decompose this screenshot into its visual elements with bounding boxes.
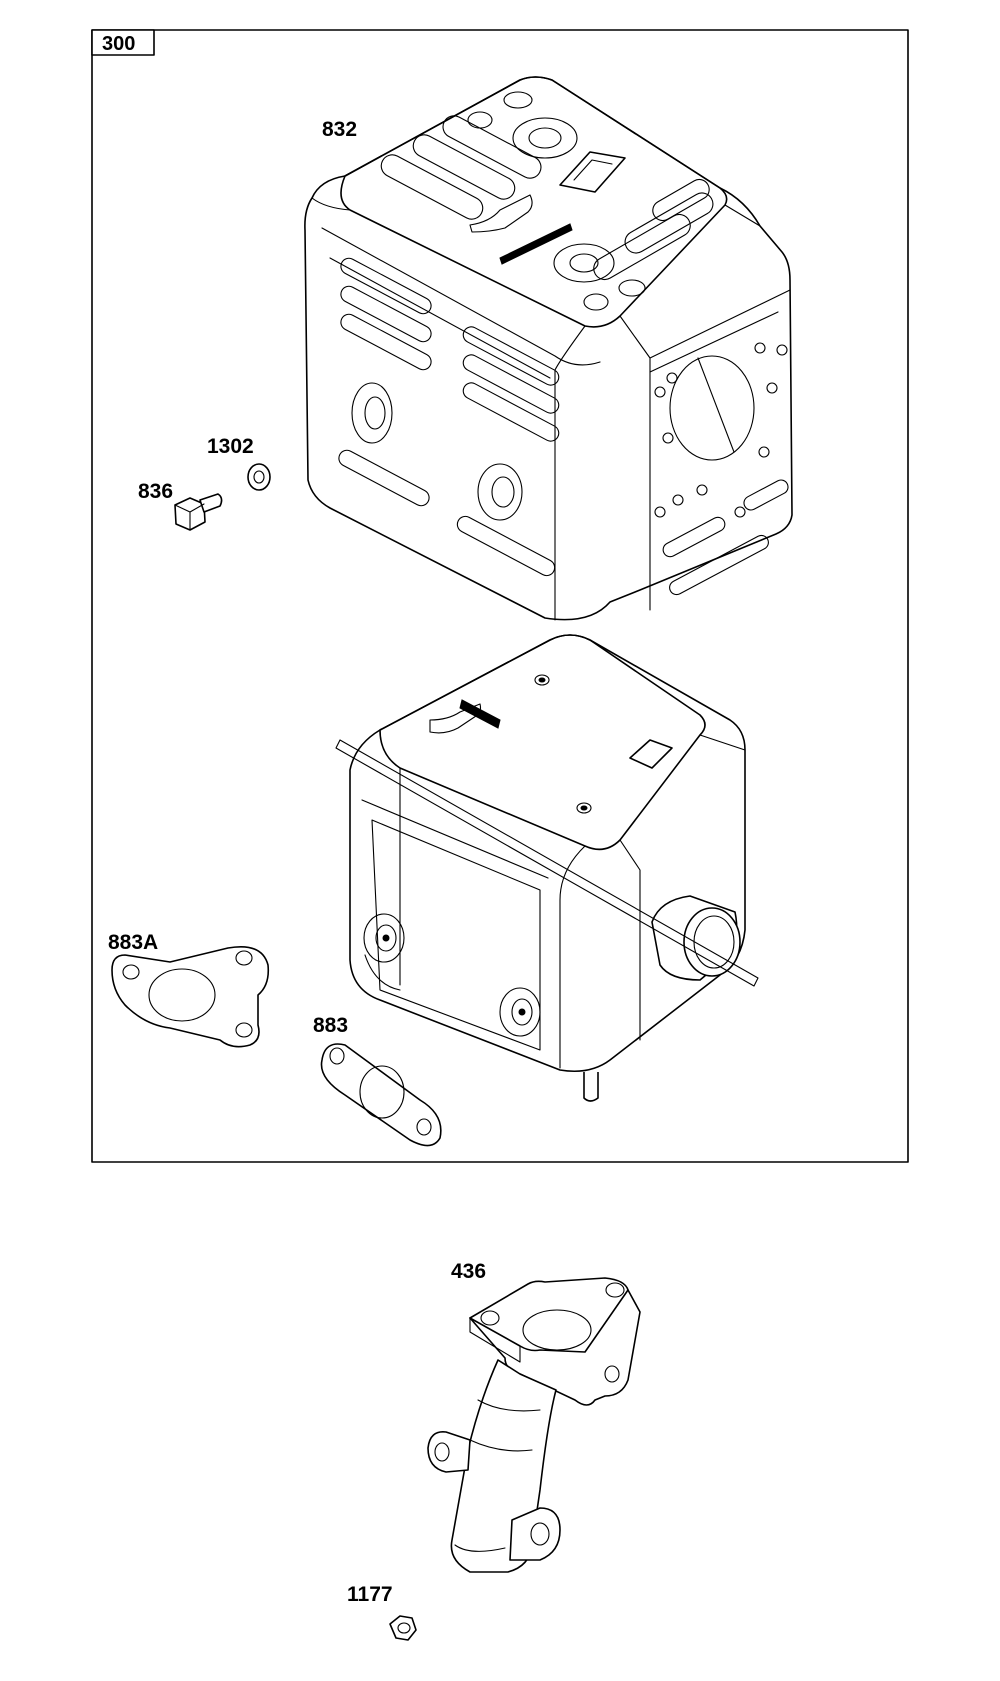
kit-label: 300: [102, 33, 135, 55]
callout-883: 883: [313, 1014, 348, 1037]
kit-frame: [91, 29, 909, 1163]
kit-label-box: [91, 29, 155, 56]
muffler-body: [335, 634, 759, 1102]
gasket-flange-part: [111, 946, 270, 1048]
callout-1177: 1177: [347, 1583, 393, 1606]
muffler-guard: [304, 76, 793, 621]
callout-836: 836: [138, 480, 173, 503]
callout-436: 436: [451, 1260, 486, 1283]
nut-part: [389, 1615, 417, 1641]
callout-883A: 883A: [108, 931, 158, 954]
gasket-part: [320, 1043, 442, 1147]
screw-part: [174, 493, 223, 531]
callout-832: 832: [322, 118, 357, 141]
callout-1302: 1302: [207, 435, 254, 458]
exhaust-pipe-part: [427, 1277, 641, 1573]
washer-part: [247, 463, 271, 491]
